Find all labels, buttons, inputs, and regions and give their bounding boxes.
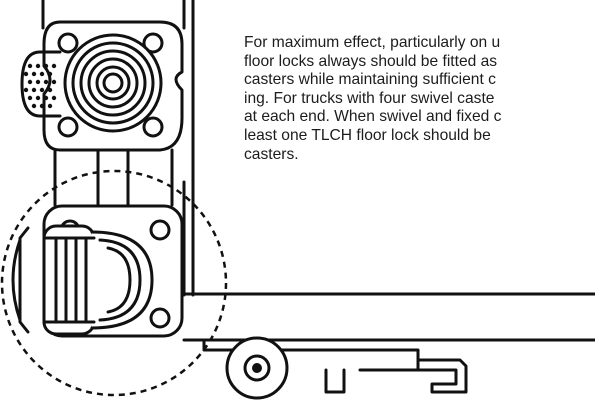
floor-lock-axle — [252, 363, 262, 373]
pedal-texture — [23, 63, 57, 109]
body-line-7: casters. — [244, 145, 299, 163]
highlight-circle — [0, 169, 228, 397]
bottom-caster-wheel — [11, 224, 154, 336]
body-line-3: casters while maintaining sufficient c — [244, 71, 496, 89]
top-caster-wheel — [63, 33, 163, 133]
brake-pedal — [20, 50, 62, 118]
body-line-2: floor locks always should be fitted as — [244, 52, 498, 70]
body-line-5: at each end. When swivel and fixed c — [244, 108, 502, 126]
body-line-4: ing. For trucks with four swivel caste — [244, 89, 495, 107]
body-line-1: For maximum effect, particularly on u — [244, 34, 501, 51]
floor-lock — [202, 336, 468, 400]
body-line-6: least one TLCH floor lock should be — [244, 126, 491, 144]
truck-frame-post — [41, 0, 195, 297]
body-text: For maximum effect, particularly on u fl… — [244, 34, 595, 294]
truck-deck — [182, 292, 595, 342]
frame-strip — [53, 148, 174, 207]
